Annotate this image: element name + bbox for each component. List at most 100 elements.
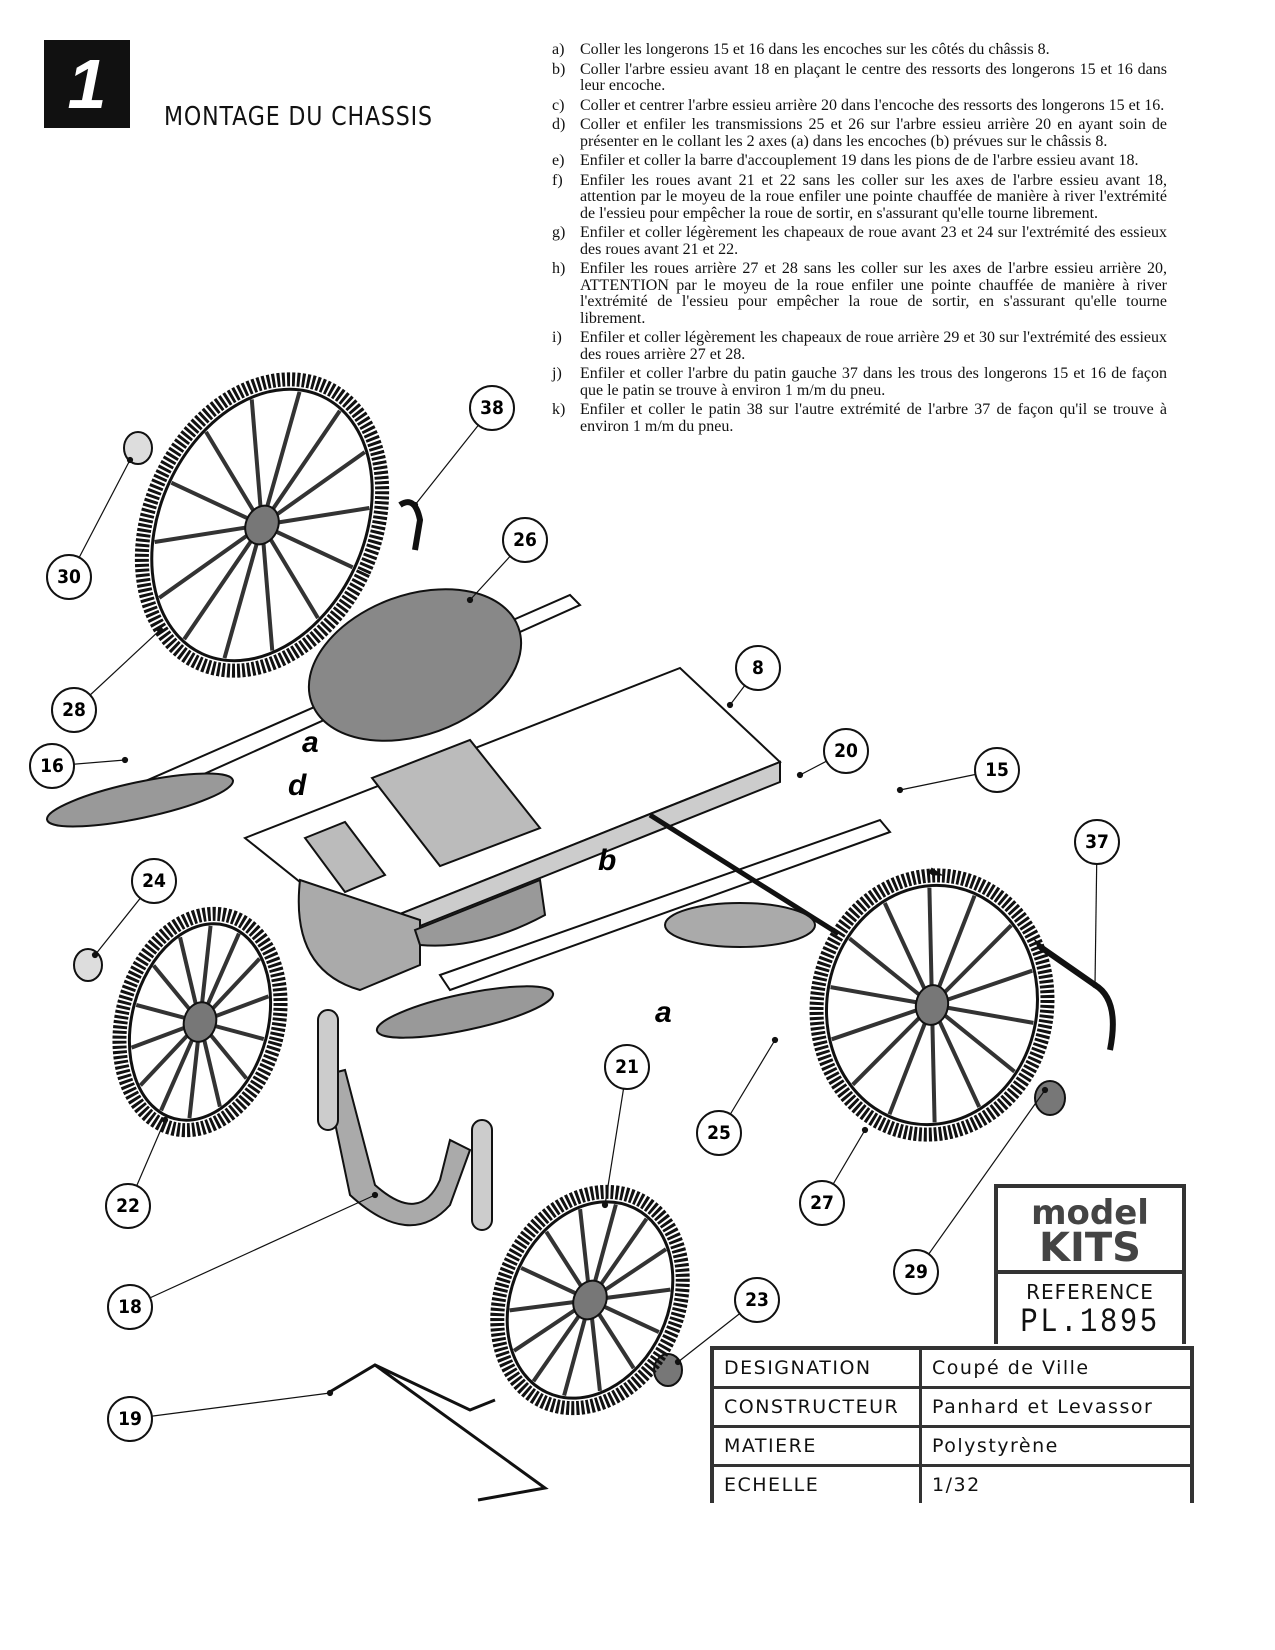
reference-letter-a: a	[655, 996, 672, 1029]
instruction-step: a) Coller les longerons 15 et 16 dans les…	[552, 41, 1167, 59]
part-callout-8: 8	[735, 645, 781, 691]
rim	[127, 922, 273, 1122]
instruction-step: k) Enfiler et coller le patin 38 sur l'au…	[552, 401, 1167, 435]
spoke	[249, 399, 264, 526]
arrowhead	[326, 1389, 334, 1397]
arrowhead	[896, 786, 904, 794]
arrowhead	[411, 501, 419, 509]
step-label: c)	[552, 96, 565, 114]
callout-number: 37	[1085, 831, 1109, 853]
part-callout-25: 25	[696, 1110, 742, 1156]
step-text: Enfiler et coller l'arbre du patin gauch…	[580, 365, 1167, 399]
arrowhead	[861, 1126, 869, 1134]
callout-number: 8	[752, 657, 764, 679]
reference-letter-a: a	[302, 726, 319, 759]
arrowhead	[161, 1116, 169, 1124]
part-callout-19: 19	[107, 1396, 153, 1442]
step-label: g)	[552, 224, 566, 241]
instruction-step: h) Enfiler les roues arrière 27 et 28 san…	[552, 260, 1167, 327]
logo-line1: model	[1031, 1193, 1149, 1233]
brand-logo-box: model KITS REFERENCE PL.1895	[994, 1184, 1186, 1344]
title-block-value: Panhard et Levassor	[919, 1386, 1194, 1428]
spoke	[154, 523, 263, 544]
part-callout-26: 26	[502, 517, 548, 563]
longeron-15	[438, 818, 892, 992]
title-block-value: Coupé de Ville	[919, 1346, 1194, 1389]
title-block-value: 1/32	[919, 1464, 1194, 1503]
instruction-step: b)Coller l'arbre essieu avant 18 en plaç…	[552, 60, 1167, 95]
rim	[150, 387, 374, 663]
transmission-26	[307, 588, 523, 742]
callout-number: 21	[615, 1056, 639, 1078]
step-label: j)	[552, 365, 562, 382]
arrowhead	[674, 1358, 682, 1366]
spoke	[931, 1003, 1034, 1025]
step-text: Enfiler et coller la barre d'accouplemen…	[580, 152, 1139, 169]
title-block-key: MATIERE	[710, 1425, 922, 1467]
step-text: Coller et centrer l'arbre essieu arrière…	[580, 96, 1165, 114]
leader-line	[915, 1089, 1046, 1273]
spoke	[158, 523, 264, 600]
step-label: f)	[552, 171, 563, 189]
spoke	[261, 506, 370, 527]
spoke	[260, 391, 302, 526]
step-label: k)	[552, 401, 566, 418]
arrowhead	[91, 951, 99, 959]
step-text: Enfiler les roues avant 21 et 22 sans le…	[580, 171, 1167, 222]
step-label: a)	[552, 41, 565, 58]
callout-number: 28	[62, 699, 86, 721]
part-callout-28: 28	[51, 687, 97, 733]
arrowhead	[126, 456, 134, 464]
spoke	[260, 524, 275, 651]
callout-number: 27	[810, 1192, 834, 1214]
step-label: b)	[552, 60, 566, 78]
callout-number: 23	[745, 1289, 769, 1311]
reference-value: PL.1895	[1020, 1304, 1160, 1342]
part-callout-29: 29	[893, 1249, 939, 1295]
step-text: Enfiler et coller légèrement les chapeau…	[580, 224, 1167, 258]
instruction-step: f) Enfiler les roues avant 21 et 22 sans …	[552, 171, 1167, 223]
title-block-key: ECHELLE	[710, 1464, 922, 1503]
arrowhead	[771, 1036, 779, 1044]
step-text: Enfiler les roues arrière 27 et 28 sans …	[580, 260, 1167, 327]
leader-line	[1094, 841, 1098, 986]
spoke	[204, 430, 264, 527]
front-wheel-22	[112, 906, 288, 1138]
seat-box	[297, 878, 421, 992]
reference-letter-b: b	[598, 844, 616, 877]
callout-number: 38	[480, 397, 504, 419]
arrowhead	[1041, 1086, 1049, 1094]
callout-number: 19	[118, 1408, 142, 1430]
part-callout-27: 27	[799, 1180, 845, 1226]
seat-box	[413, 878, 547, 947]
callout-number: 25	[707, 1122, 731, 1144]
rim	[825, 883, 1039, 1127]
chassis-opening	[370, 738, 542, 868]
skid-38	[398, 499, 424, 551]
step-text: Enfiler et coller le patin 38 sur l'autr…	[580, 401, 1167, 435]
part-callout-21: 21	[604, 1044, 650, 1090]
part-callout-23: 23	[734, 1277, 780, 1323]
hub-cap-30	[123, 431, 153, 465]
wheel-hub	[244, 504, 280, 546]
part-callout-18: 18	[107, 1284, 153, 1330]
arrowhead	[726, 701, 734, 709]
spoke	[260, 409, 342, 527]
title-block-value: Polystyrène	[919, 1425, 1194, 1467]
callout-number: 16	[40, 755, 64, 777]
part-callout-20: 20	[823, 728, 869, 774]
callout-number: 24	[142, 870, 166, 892]
part-callout-16: 16	[29, 743, 75, 789]
instructions-list: a) Coller les longerons 15 et 16 dans les…	[552, 41, 1167, 438]
step-label: h)	[552, 260, 566, 277]
spoke	[260, 450, 366, 527]
step-text: Coller les longerons 15 et 16 dans les e…	[580, 41, 1050, 58]
arrowhead	[121, 756, 129, 764]
arrowhead	[371, 1191, 379, 1199]
reference-letter-d: d	[288, 769, 307, 802]
arrowhead	[466, 596, 474, 604]
